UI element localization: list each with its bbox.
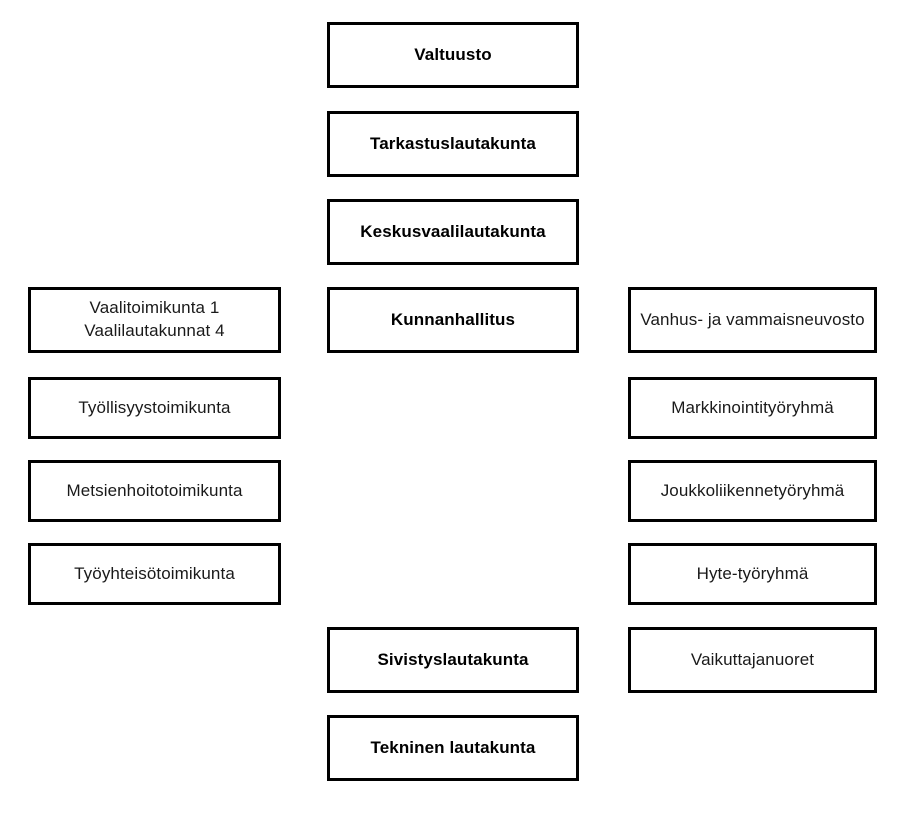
- org-box-label: Vanhus- ja vammaisneuvosto: [640, 309, 865, 329]
- org-box-vaalitoimikunta: Vaalitoimikunta 1 Vaalilautakunnat 4: [28, 287, 281, 353]
- org-box-label: Keskusvaalilautakunta: [360, 221, 546, 241]
- org-box-label: Työyhteisötoimikunta: [74, 563, 235, 583]
- org-box-label: Tarkastuslautakunta: [370, 133, 536, 153]
- org-box-label-line1: Vaalitoimikunta 1: [89, 298, 220, 318]
- org-box-label: Joukkoliikennetyöryhmä: [660, 480, 845, 500]
- org-box-vaikuttajanuoret: Vaikuttajanuoret: [628, 627, 877, 693]
- org-box-tyoyhteisotoimikunta: Työyhteisötoimikunta: [28, 543, 281, 605]
- org-box-hyte-tyoryhma: Hyte-työryhmä: [628, 543, 877, 605]
- org-box-kunnanhallitus: Kunnanhallitus: [327, 287, 579, 353]
- org-box-label: Kunnanhallitus: [390, 309, 516, 329]
- org-box-joukkoliikennetyoryhma: Joukkoliikennetyöryhmä: [628, 460, 877, 522]
- org-box-label: Sivistyslautakunta: [377, 649, 529, 669]
- org-box-label: Metsienhoitotoimikunta: [66, 480, 243, 500]
- org-box-label: Valtuusto: [414, 44, 492, 64]
- org-box-vanhus-ja-vammaisneuvosto: Vanhus- ja vammaisneuvosto: [628, 287, 877, 353]
- org-box-label: Hyte-työryhmä: [696, 563, 809, 583]
- org-box-valtuusto: Valtuusto: [327, 22, 579, 88]
- org-box-markkinointityoryhma: Markkinointityöryhmä: [628, 377, 877, 439]
- org-box-label: Tekninen lautakunta: [370, 737, 536, 757]
- org-box-label: Vaikuttajanuoret: [690, 649, 815, 669]
- org-box-tarkastuslautakunta: Tarkastuslautakunta: [327, 111, 579, 177]
- org-box-sivistyslautakunta: Sivistyslautakunta: [327, 627, 579, 693]
- org-box-tekninen-lautakunta: Tekninen lautakunta: [327, 715, 579, 781]
- org-box-metsienhoitotoimikunta: Metsienhoitotoimikunta: [28, 460, 281, 522]
- org-box-label-line2: Vaalilautakunnat 4: [84, 321, 225, 340]
- org-box-tyollisyystoimikunta: Työllisyystoimikunta: [28, 377, 281, 439]
- org-box-label: Markkinointityöryhmä: [671, 397, 834, 417]
- org-box-label: Työllisyystoimikunta: [78, 397, 231, 417]
- org-box-keskusvaalilautakunta: Keskusvaalilautakunta: [327, 199, 579, 265]
